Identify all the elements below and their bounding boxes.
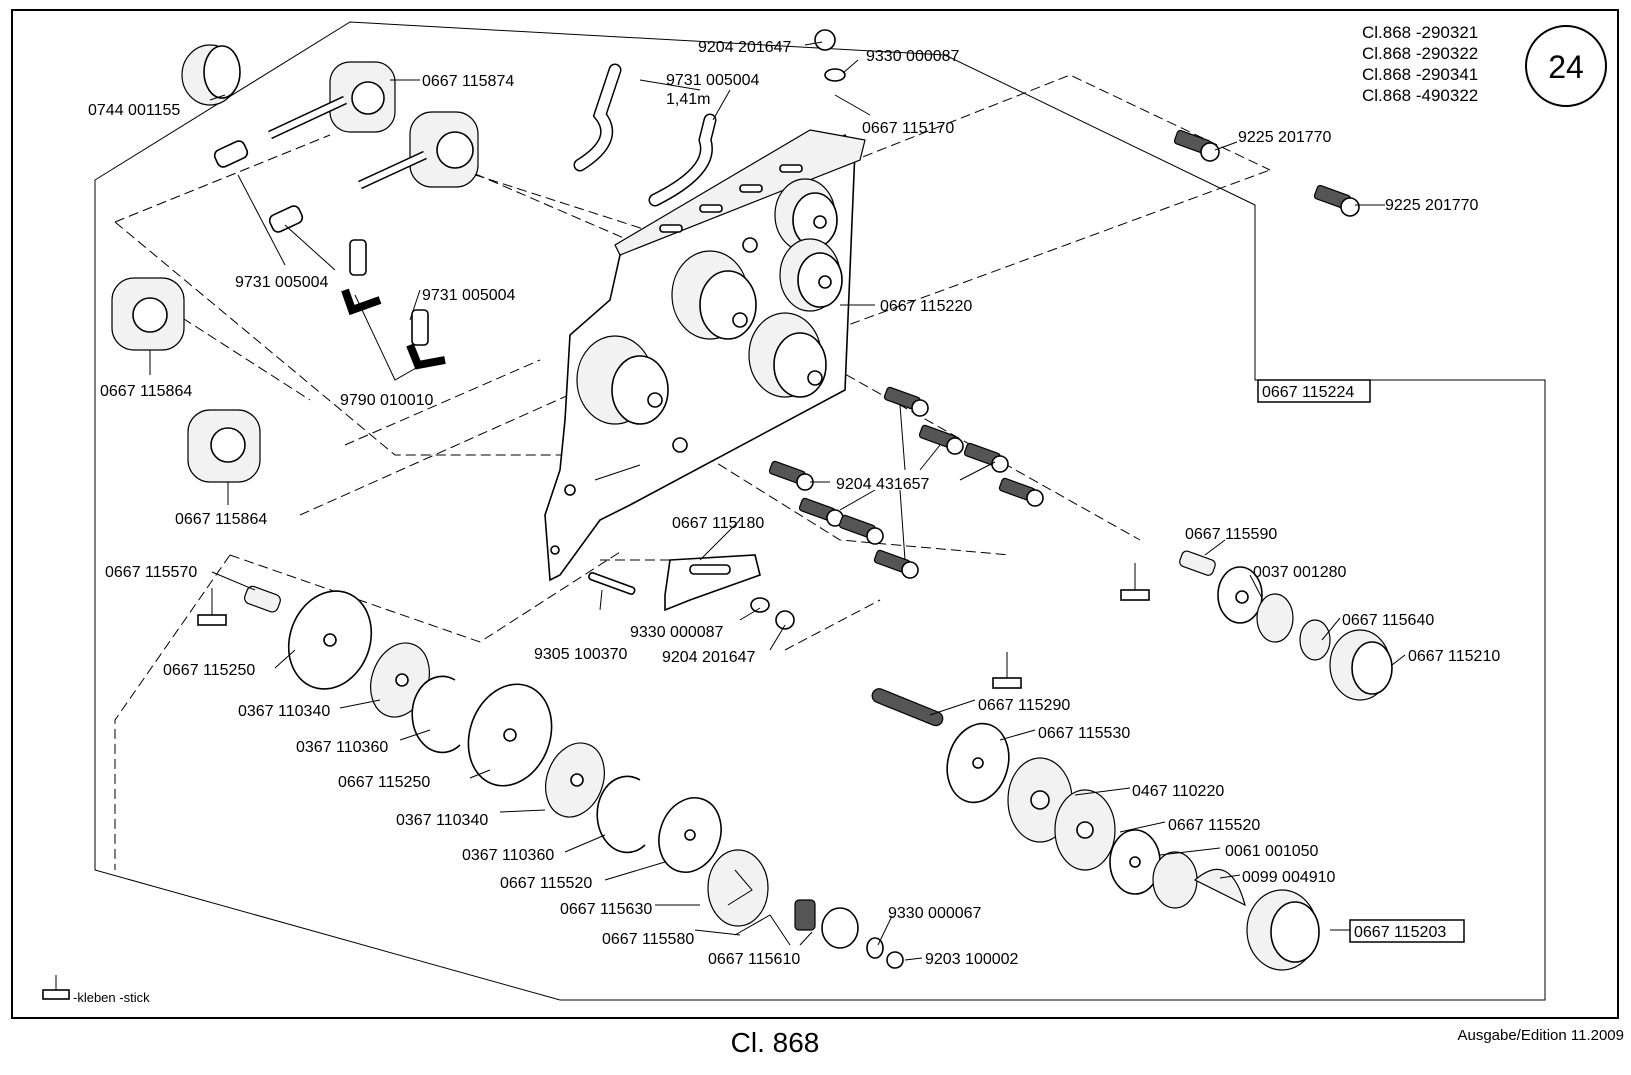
left-disc-stack	[244, 585, 904, 969]
knob-2	[779, 238, 843, 312]
class-line-3: Cl.868 -290341	[1362, 65, 1478, 84]
glue-brush-icon	[42, 975, 70, 1000]
label-9204-201647-mid: 9204 201647	[662, 649, 756, 666]
label-0667-115170: 0667 115170	[862, 120, 954, 137]
label-0667-115520-a: 0667 115520	[500, 875, 592, 892]
label-9330-000087-mid: 9330 000087	[630, 624, 724, 641]
label-0667-115520-b: 0667 115520	[1168, 817, 1260, 834]
label-0667-115630: 0667 115630	[560, 901, 652, 918]
label-9204-201647-top: 9204 201647	[698, 39, 792, 56]
label-9305-100370: 9305 100370	[534, 646, 628, 663]
label-0467-110220: 0467 110220	[1132, 783, 1224, 800]
legend-text: -kleben -stick	[73, 990, 150, 1005]
page-number: 24	[1548, 49, 1584, 85]
footer-class-title: Cl. 868	[731, 1027, 820, 1058]
class-line-1: Cl.868 -290321	[1362, 23, 1478, 42]
leader-lines	[149, 41, 1406, 961]
bracket-part	[588, 554, 795, 630]
label-9225-201770-b: 9225 201770	[1385, 197, 1479, 214]
label-0061-001050: 0061 001050	[1225, 843, 1319, 860]
label-0667-115570: 0667 115570	[105, 564, 197, 581]
screws-middle	[768, 386, 1044, 579]
part-labels: 0744 001155 0667 115874 9204 201647 9330…	[88, 39, 1500, 968]
label-9203-100002: 9203 100002	[925, 951, 1019, 968]
label-9330-000087-top: 9330 000087	[866, 48, 960, 65]
label-9731-005004-b: 9731 005004	[422, 287, 516, 304]
label-0667-115530: 0667 115530	[1038, 725, 1130, 742]
label-0667-115250-a: 0667 115250	[163, 662, 255, 679]
label-0667-115250-b: 0667 115250	[338, 774, 430, 791]
label-0667-115290: 0667 115290	[978, 697, 1070, 714]
mounting-plate	[544, 129, 866, 582]
label-9731-005004-a: 9731 005004	[235, 274, 329, 291]
knob-4	[748, 312, 827, 398]
label-0667-115210: 0667 115210	[1408, 648, 1500, 665]
label-0667-115864-a: 0667 115864	[100, 383, 192, 400]
valve-blocks	[111, 61, 479, 483]
knob-1	[774, 178, 838, 252]
glue-brush-icons	[197, 563, 1150, 689]
label-0667-115224: 0667 115224	[1262, 384, 1354, 401]
label-0667-115580: 0667 115580	[602, 931, 694, 948]
label-9204-431657: 9204 431657	[836, 476, 930, 493]
label-0367-110360-b: 0367 110360	[462, 847, 554, 864]
class-line-4: Cl.868 -490322	[1362, 86, 1478, 105]
page-number-circle	[1525, 25, 1607, 107]
assembly-dashed-lines	[114, 74, 1271, 870]
label-0367-110360-a: 0367 110360	[296, 739, 388, 756]
class-header: Cl.868 -290321 Cl.868 -290322 Cl.868 -29…	[1362, 23, 1478, 105]
label-0367-110340-b: 0367 110340	[396, 812, 488, 829]
right-disc-stack	[871, 550, 1393, 971]
plate-slots	[659, 164, 803, 233]
legend: -kleben -stick	[42, 975, 150, 1005]
class-line-2: Cl.868 -290322	[1362, 44, 1478, 63]
boxed-label-frame-0667-115224	[1257, 379, 1371, 403]
label-9790-010010: 9790 010010	[340, 392, 434, 409]
knob-5	[576, 335, 669, 425]
knob-3	[671, 250, 757, 340]
label-0667-115640: 0667 115640	[1342, 612, 1434, 629]
label-0667-115220: 0667 115220	[880, 298, 972, 315]
label-0037-001280: 0037 001280	[1253, 564, 1347, 581]
label-0667-115864-b: 0667 115864	[175, 511, 267, 528]
label-0099-004910: 0099 004910	[1242, 869, 1336, 886]
label-9731-005004-hose: 9731 005004	[666, 72, 760, 89]
label-0367-110340-a: 0367 110340	[238, 703, 330, 720]
label-0667-115610: 0667 115610	[708, 951, 800, 968]
group-outline	[94, 21, 1546, 1001]
hoses	[213, 63, 717, 346]
label-9225-201770-a: 9225 201770	[1238, 129, 1332, 146]
label-0667-115590: 0667 115590	[1185, 526, 1277, 543]
tension-knob-assemblies	[576, 178, 843, 425]
footer-edition: Ausgabe/Edition 11.2009	[1457, 1027, 1624, 1044]
drawing-frame	[11, 9, 1619, 1019]
label-9330-000067: 9330 000067	[888, 905, 982, 922]
label-0667-115203: 0667 115203	[1354, 924, 1446, 941]
label-0667-115874: 0667 115874	[422, 73, 514, 90]
label-0667-115180: 0667 115180	[672, 515, 764, 532]
label-1-41m: 1,41m	[666, 91, 710, 108]
label-0744-001155: 0744 001155	[88, 102, 180, 119]
cap-part	[181, 44, 241, 106]
boxed-label-frame-0667-115203	[1349, 919, 1465, 943]
screws-right	[814, 29, 1360, 217]
